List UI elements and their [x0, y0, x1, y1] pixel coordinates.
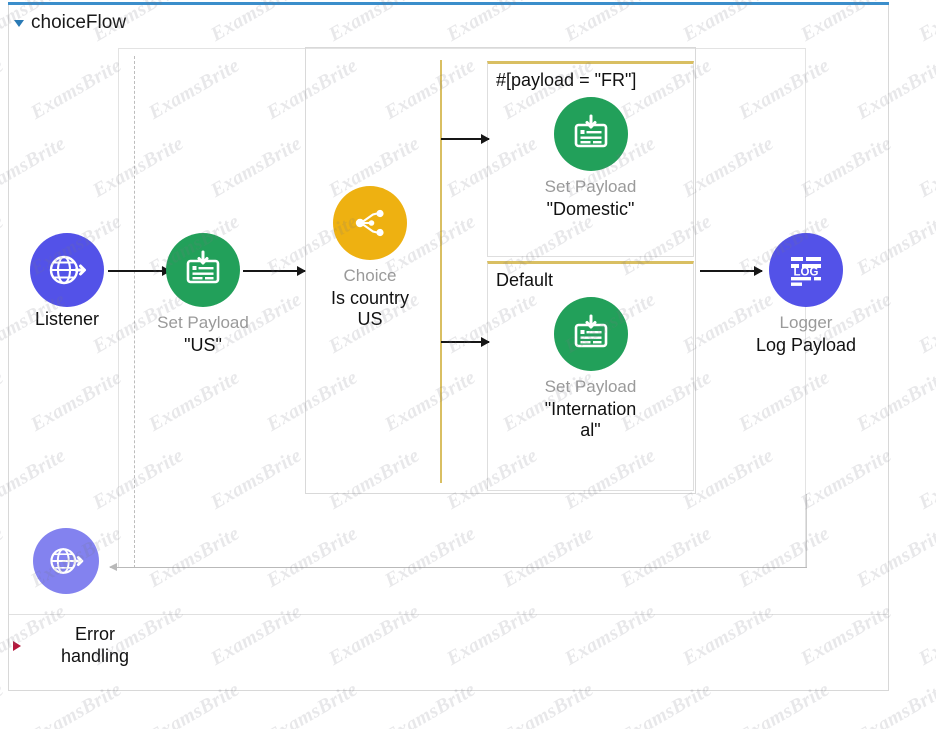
node-error-listener[interactable] [16, 528, 116, 594]
node-set-payload-domestic[interactable]: Set Payload "Domestic" [488, 97, 693, 220]
route-default[interactable]: Default Set Pa [487, 261, 694, 491]
set-payload-us-name: "US" [184, 334, 222, 355]
arrow-choice-route-1 [441, 134, 490, 144]
set-payload-international-name-line1: "Internation [544, 398, 637, 419]
logger-icon-circle: LOG [769, 233, 843, 307]
watermark-text: ExamsBrite [915, 288, 936, 358]
svg-text:LOG: LOG [794, 267, 819, 279]
node-set-payload-international[interactable]: Set Payload "Internation al" [488, 297, 693, 442]
choice-branch-icon [349, 202, 391, 244]
watermark-text: ExamsBrite [0, 522, 8, 592]
choice-routes: #[payload = "FR"] [487, 61, 694, 491]
triangle-right-icon[interactable] [13, 641, 21, 651]
node-choice[interactable]: Choice Is country US [300, 186, 440, 331]
return-line-vertical [806, 494, 807, 568]
set-payload-international-name-line2: al" [580, 420, 601, 441]
route-default-label: Default [496, 270, 554, 290]
return-line-to-error-handler [109, 563, 807, 571]
watermark-text: ExamsBrite [915, 0, 936, 46]
flow-header[interactable]: choiceFlow [14, 12, 126, 34]
watermark-text: ExamsBrite [0, 366, 8, 436]
canvas-frame [8, 5, 889, 691]
watermark-text: ExamsBrite [0, 54, 8, 124]
route-conditional[interactable]: #[payload = "FR"] [487, 61, 694, 257]
globe-arrow-icon [46, 541, 86, 581]
choice-icon-circle [333, 186, 407, 260]
flow-title: choiceFlow [31, 12, 127, 33]
set-payload-icon-circle [553, 97, 628, 171]
choice-type: Choice [343, 266, 397, 285]
set-payload-us-type: Set Payload [157, 313, 249, 332]
dash-guide-left [134, 56, 135, 568]
choice-spine [440, 60, 442, 483]
watermark-text: ExamsBrite [915, 600, 936, 670]
node-set-payload-us[interactable]: Set Payload "US" [133, 233, 273, 356]
set-payload-domestic-name: "Domestic" [546, 198, 635, 219]
top-accent-bar [8, 2, 889, 5]
route-condition-label: #[payload = "FR"] [496, 70, 637, 90]
node-logger[interactable]: LOG Logger Log Payload [736, 233, 876, 356]
set-payload-domestic-type: Set Payload [544, 177, 637, 196]
logger-type: Logger [779, 313, 833, 332]
set-payload-icon-circle [553, 297, 628, 371]
choice-name-line1: Is country [330, 287, 410, 308]
set-payload-icon-circle [166, 233, 240, 307]
error-handling-label-line1: Error [75, 624, 115, 644]
watermark-text: ExamsBrite [915, 444, 936, 514]
triangle-down-icon[interactable] [14, 19, 24, 27]
set-payload-icon [182, 249, 224, 291]
listener-label: Listener [34, 309, 100, 329]
globe-arrow-icon [45, 248, 89, 292]
listener-icon-circle [30, 233, 104, 307]
set-payload-international-type: Set Payload [544, 377, 637, 396]
error-listener-icon-circle [33, 528, 99, 594]
watermark-text: ExamsBrite [915, 132, 936, 202]
set-payload-icon [570, 313, 612, 355]
set-payload-international-name: "Internation al" [525, 399, 657, 442]
watermark-text: ExamsBrite [0, 678, 8, 729]
error-handling-label: Error handling [40, 624, 150, 668]
arrow-choice-to-logger [700, 266, 763, 276]
choice-name-line2: US [357, 309, 383, 330]
arrow-setpayload-to-choice [243, 266, 306, 276]
error-handling-section [9, 614, 888, 690]
choice-name: Is country US [318, 288, 422, 331]
error-handling-label-line2: handling [60, 645, 130, 666]
set-payload-icon [570, 113, 612, 155]
node-listener[interactable]: Listener [0, 233, 137, 331]
log-icon: LOG [784, 248, 828, 292]
logger-name: Log Payload [755, 334, 857, 355]
arrow-choice-route-2 [441, 337, 490, 347]
